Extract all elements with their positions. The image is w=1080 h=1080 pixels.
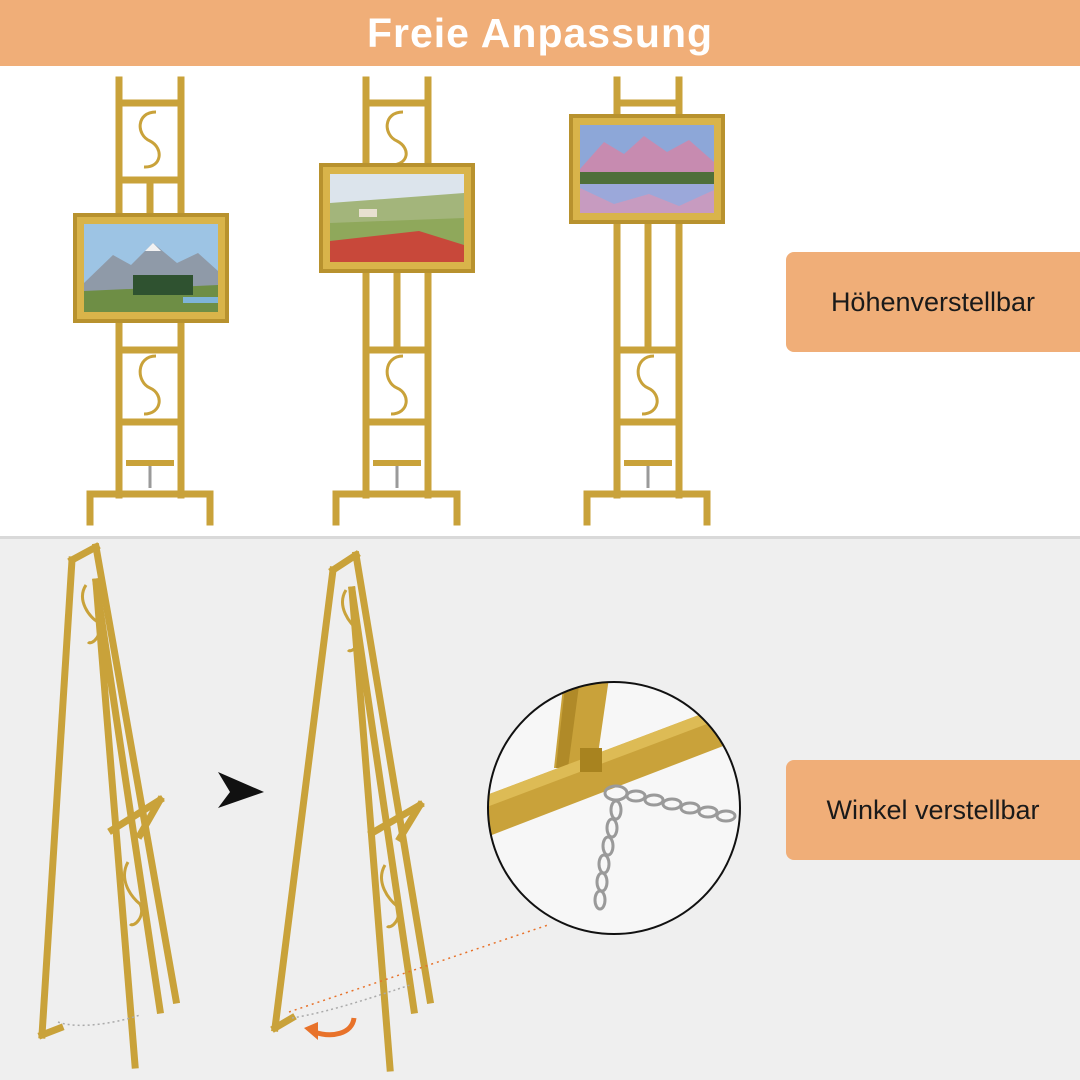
height-adjustable-label: Höhenverstellbar xyxy=(786,252,1080,352)
play-arrow-icon xyxy=(218,772,264,808)
painting-mountain-lake xyxy=(569,114,725,224)
painting-poppy-field xyxy=(319,163,475,273)
angle-adjustable-label: Winkel verstellbar xyxy=(786,760,1080,860)
angle-adjustable-text: Winkel verstellbar xyxy=(826,794,1040,825)
section-divider xyxy=(0,536,1080,539)
chain-detail-zoom xyxy=(487,681,741,935)
easel-medium xyxy=(332,76,461,526)
height-adjustable-text: Höhenverstellbar xyxy=(830,286,1036,317)
chain-icon xyxy=(593,784,737,911)
curved-arrow-icon xyxy=(304,1017,357,1040)
title-banner: Freie Anpassung xyxy=(0,0,1080,66)
page-title: Freie Anpassung xyxy=(366,9,714,56)
painting-alpine-mountains xyxy=(73,213,229,323)
